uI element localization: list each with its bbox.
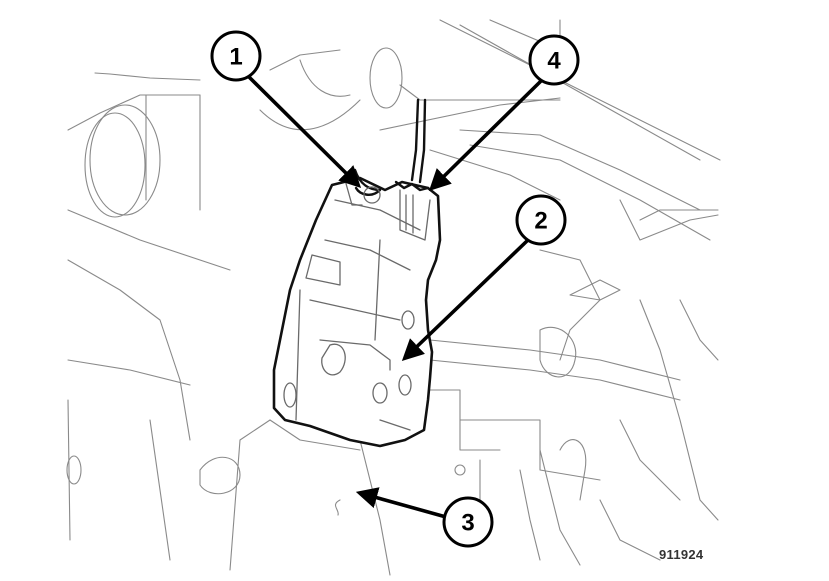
leader-2 [401, 238, 530, 361]
callout-4-label: 4 [547, 48, 561, 75]
background-housing [66, 19, 721, 576]
callout-1-label: 1 [229, 44, 242, 71]
callout-leaders [246, 74, 544, 519]
callout-2-label: 2 [534, 208, 547, 235]
leader-1 [246, 74, 362, 189]
leader-3 [355, 487, 447, 519]
callout-2: 2 [515, 194, 567, 246]
callout-1: 1 [210, 30, 262, 82]
blend-door-actuator [272, 98, 442, 448]
callout-3-label: 3 [461, 510, 474, 537]
callout-3: 3 [442, 496, 494, 548]
callout-4: 4 [528, 34, 580, 86]
leader-4 [428, 78, 544, 192]
figure-number: 911924 [659, 547, 704, 562]
